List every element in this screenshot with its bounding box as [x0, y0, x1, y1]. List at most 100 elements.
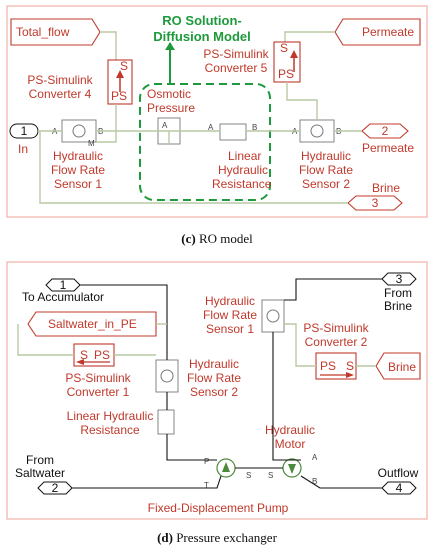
lhr-c-port-a: A [208, 123, 214, 132]
pe-sensor2-label-line3: Sensor 2 [190, 385, 238, 399]
from-saltwater-label-line1: From [26, 453, 54, 467]
wire-motor-to-outflow [300, 475, 382, 489]
conv5-ps-port: PS [278, 67, 294, 81]
pump-port-s: S [246, 471, 251, 480]
total-flow-goto-tag[interactable] [10, 18, 101, 46]
pe-linear-hydraulic-resistance-block[interactable] [157, 409, 175, 435]
pe-lhr-label-line2: Resistance [80, 423, 140, 437]
pe-sensor2-gauge-icon [160, 369, 174, 383]
conv5-s-port: S [280, 41, 288, 55]
sensor1-label-line1: Hydraulic [53, 149, 103, 163]
conv4-s-port: S [120, 59, 128, 73]
pe-flow-rate-sensor-2-block[interactable] [155, 359, 179, 393]
conv2-label-line2: Converter 2 [305, 335, 368, 349]
from-brine-port-number: 3 [396, 272, 403, 286]
hydraulic-motor-label-line2: Motor [275, 437, 306, 451]
wire-lhr-to-pump [166, 434, 217, 461]
motor-triangle-icon [288, 464, 296, 474]
saltwater-in-pe-label: Saltwater_in_PE [48, 317, 137, 331]
brine-tag-label: Brine [388, 360, 416, 374]
permeate-out-label: Permeate [362, 141, 414, 155]
ps-simulink-converter-5-block[interactable] [273, 41, 301, 83]
from-saltwater-port-number: 2 [52, 481, 59, 495]
conv2-ps-port: PS [320, 359, 336, 373]
caption-d-letter: (d) [157, 530, 173, 545]
pump-port-t: T [204, 481, 209, 490]
lhr-c-label-line3: Resistance [212, 177, 272, 191]
sensor1-port-m: M [88, 139, 95, 148]
conv2-s-port: S [346, 359, 354, 373]
sensor1-label-line3: Sensor 1 [54, 177, 102, 191]
conv2-label-line1: PS-Simulink [303, 321, 369, 335]
pe-sensor2-label-line1: Hydraulic [189, 357, 239, 371]
conv5-label-line1: PS-Simulink [203, 47, 269, 61]
brine-goto-tag[interactable] [375, 352, 421, 380]
osmotic-label-line2: Pressure [147, 101, 195, 115]
permeate-goto-tag[interactable] [334, 18, 421, 46]
sensor2-label-line1: Hydraulic [301, 149, 351, 163]
title-pointer-arrow [165, 42, 175, 50]
to-accumulator-label: To Accumulator [22, 290, 104, 304]
from-brine-label-line1: From [384, 286, 412, 300]
sensor2-gauge-icon [310, 124, 324, 138]
wire-accumulator-to-sensor2 [80, 284, 168, 360]
conv2-arrow-head [346, 372, 354, 378]
brine-out-port-number: 3 [372, 196, 379, 210]
conv1-label-line1: PS-Simulink [65, 371, 131, 385]
hydraulic-motor-label-line1: Hydraulic [265, 423, 315, 437]
fixed-displacement-pump-label: Fixed-Displacement Pump [148, 501, 289, 515]
wire-saltwater-to-pump [72, 475, 222, 489]
pe-sensor1-label-line3: Sensor 1 [206, 322, 254, 336]
conv4-label-line1: PS-Simulink [27, 73, 93, 87]
wire-sensor2-to-conv5 [286, 82, 318, 120]
osmotic-label-line1: Osmotic [147, 87, 191, 101]
permeate-out-port-number: 2 [382, 124, 389, 138]
from-saltwater-label-line2: Saltwater [15, 466, 65, 480]
outflow-port-number: 4 [396, 481, 403, 495]
conv4-label-line2: Converter 4 [29, 87, 92, 101]
caption-d-text: Pressure exchanger [173, 530, 278, 545]
wire-sensor1-to-conv4 [96, 104, 117, 143]
conv5-arrow-head [290, 50, 298, 58]
pe-flow-rate-sensor-1-block[interactable] [261, 299, 285, 333]
to-accumulator-port-1[interactable] [45, 278, 81, 292]
from-brine-label-line2: Brine [384, 299, 412, 313]
sensor1-gauge-icon [72, 124, 86, 138]
osmotic-port-a: A [162, 121, 168, 130]
hydraulic-flow-rate-sensor-2-block[interactable] [299, 119, 335, 143]
pe-sensor2-label-line2: Flow Rate [187, 371, 241, 385]
from-saltwater-port-2[interactable] [37, 481, 73, 495]
in-port-label: In [18, 142, 28, 156]
lhr-c-label-line2: Hydraulic [218, 163, 268, 177]
ro-title-line1: RO Solution- [162, 13, 241, 28]
pe-sensor1-label-line1: Hydraulic [205, 294, 255, 308]
conv1-s-port: S [80, 348, 88, 362]
motor-port-s: S [268, 471, 273, 480]
conv5-label-line2: Converter 5 [205, 61, 268, 75]
to-accumulator-port-number: 1 [60, 278, 67, 292]
conv1-ps-port: PS [94, 348, 110, 362]
motor-port-a: A [312, 453, 318, 462]
sensor1-label-line2: Flow Rate [51, 163, 105, 177]
ro-title-line2: Diffusion Model [153, 29, 251, 44]
pump-triangle-icon [222, 462, 230, 472]
wire-brine-to-sensor1 [284, 278, 382, 301]
motor-port-b: B [312, 477, 317, 486]
wire-in-to-brine [39, 131, 348, 204]
wire-sensor1-to-conv2 [284, 323, 316, 367]
linear-hydraulic-resistance-block[interactable] [219, 123, 247, 141]
conv4-ps-port: PS [111, 89, 127, 103]
sensor2-label-line3: Sensor 2 [302, 177, 350, 191]
outflow-label: Outflow [378, 466, 419, 480]
conv1-label-line2: Converter 1 [67, 385, 130, 399]
lhr-c-port-b: B [252, 123, 257, 132]
wire-total-flow [100, 31, 117, 60]
pump-port-p: P [204, 457, 209, 466]
wire-conv1-to-tag [17, 324, 74, 356]
caption-c-text: RO model [196, 231, 253, 246]
conv1-arrow-head [76, 359, 84, 365]
total-flow-label: Total_flow [16, 25, 70, 39]
brine-out-label: Brine [372, 181, 400, 195]
caption-d: (d) Pressure exchanger [157, 530, 278, 545]
